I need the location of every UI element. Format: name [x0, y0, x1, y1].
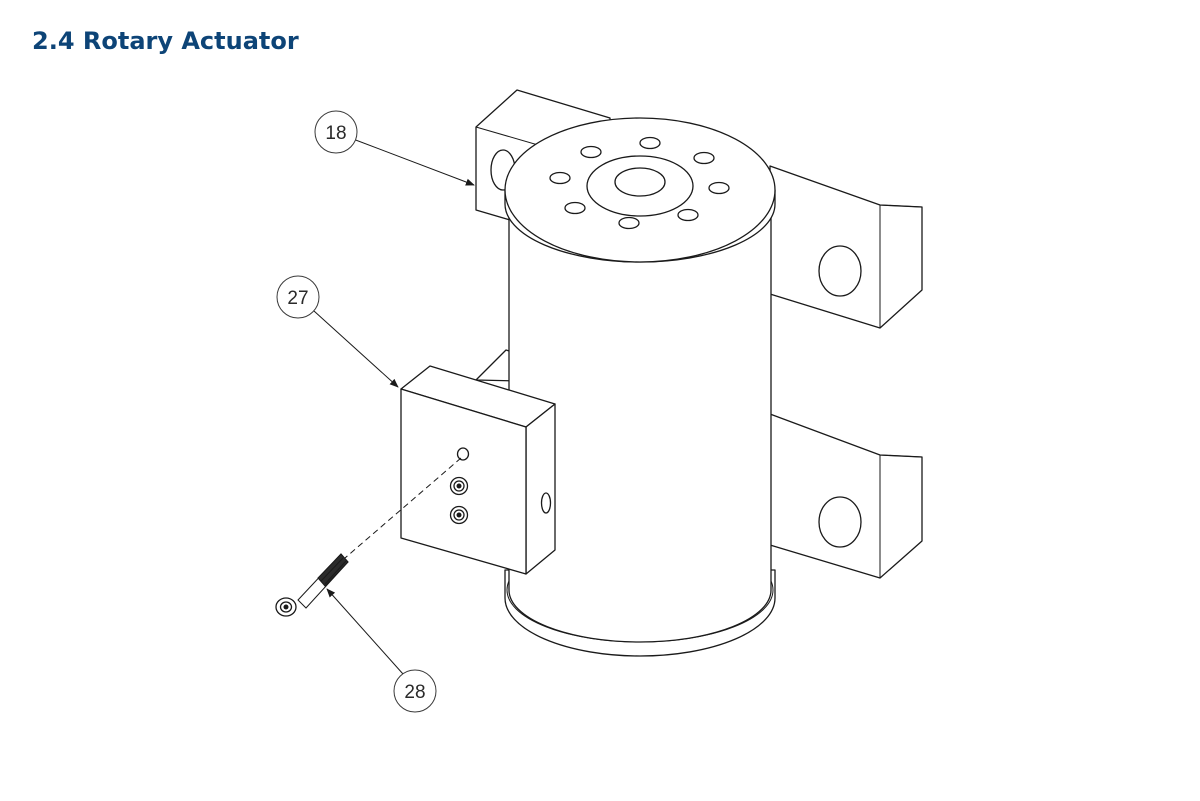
- callout-18: 18: [314, 110, 358, 154]
- section-title: 2.4 Rotary Actuator: [32, 27, 299, 55]
- callout-label: 18: [325, 123, 346, 144]
- valve-block: [400, 365, 556, 575]
- socket-head-cap-screw: [275, 457, 462, 617]
- callout-label: 28: [404, 682, 425, 703]
- callout-label: 27: [287, 288, 308, 309]
- callout-27: 27: [276, 275, 320, 319]
- callout-28: 28: [393, 669, 437, 713]
- leader-lines: [313, 138, 475, 675]
- actuator-cylinder: [504, 117, 776, 657]
